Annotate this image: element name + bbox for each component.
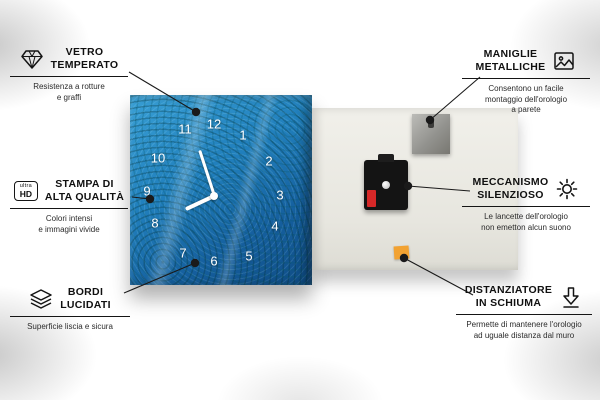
clock-number: 8	[151, 215, 159, 231]
callout-subtitle: Colori intensi e immagini vivide	[38, 214, 100, 234]
callout-rule	[462, 206, 590, 208]
clock-number: 7	[179, 245, 187, 261]
callout-title: BORDI LUCIDATI	[60, 286, 111, 312]
callout-head: DISTANZIATORE IN SCHIUMA	[452, 284, 596, 310]
callout-subtitle: Consentono un facile montaggio dell'orol…	[484, 84, 568, 115]
callout-subtitle: Resistenza a rotture e graffi	[33, 82, 105, 102]
ultra-hd-icon: ultra HD	[13, 179, 38, 203]
clock-number: 6	[210, 253, 218, 269]
mechanism-hanger	[378, 154, 394, 162]
callout-title: STAMPA DI ALTA QUALITÀ	[44, 178, 125, 204]
callout-stampa-alta-qualita: ultra HD STAMPA DI ALTA QUALITÀ Colori i…	[6, 178, 132, 235]
callout-head: MECCANISMO SILENZIOSO	[458, 176, 594, 202]
minute-hand	[197, 149, 216, 197]
callout-title: MANIGLIE METALLICHE	[475, 48, 546, 74]
callout-rule	[10, 208, 128, 210]
callout-rule	[462, 78, 590, 80]
callout-title: VETRO TEMPERATO	[50, 46, 119, 72]
clock-number: 11	[178, 121, 192, 137]
gear-icon	[555, 177, 579, 201]
callout-subtitle: Le lancette dell'orologio non emetton al…	[481, 212, 571, 232]
callout-distanziatore-schiuma: DISTANZIATORE IN SCHIUMA Permette di man…	[452, 284, 596, 341]
callout-rule	[10, 76, 128, 78]
callout-title: MECCANISMO SILENZIOSO	[472, 176, 549, 202]
callout-head: ultra HD STAMPA DI ALTA QUALITÀ	[6, 178, 132, 204]
ultra-hd-icon-text: HD	[19, 188, 33, 199]
clock-number: 9	[143, 183, 151, 199]
clock-number: 10	[150, 150, 166, 166]
callout-maniglie-metalliche: MANIGLIE METALLICHE Consentono un facile…	[458, 48, 594, 115]
callout-head: VETRO TEMPERATO	[6, 46, 132, 72]
clock-mechanism	[364, 154, 408, 210]
callout-subtitle: Permette di mantenere l'orologio ad ugua…	[466, 320, 582, 340]
picture-icon	[552, 49, 576, 73]
callout-head: BORDI LUCIDATI	[6, 286, 134, 312]
layers-icon	[29, 287, 53, 311]
clock-number: 5	[245, 248, 253, 264]
callout-head: MANIGLIE METALLICHE	[458, 48, 594, 74]
metal-handle	[412, 114, 450, 154]
callout-vetro-temperato: VETRO TEMPERATO Resistenza a rotture e g…	[6, 46, 132, 103]
ultra-hd-icon-text: ultra	[19, 183, 32, 190]
clock-center-cap	[210, 192, 218, 200]
callout-rule	[10, 316, 130, 318]
callout-title: DISTANZIATORE IN SCHIUMA	[464, 284, 553, 310]
clock-number: 3	[276, 187, 284, 203]
clock-front-view: 1 2 3 4 5 6 7 8 9 10 11 12	[130, 95, 312, 285]
mechanism-shaft	[382, 181, 390, 189]
callout-rule	[456, 314, 592, 316]
callout-bordi-lucidati: BORDI LUCIDATI Superficie liscia e sicur…	[6, 286, 134, 333]
battery	[367, 190, 376, 207]
diamond-icon	[20, 47, 44, 71]
clock-number: 2	[265, 153, 273, 169]
callout-subtitle: Superficie liscia e sicura	[27, 322, 113, 332]
arrow-down-icon	[559, 285, 583, 309]
clock-number: 1	[239, 127, 247, 143]
foam-spacer	[393, 245, 410, 260]
callout-meccanismo-silenzioso: MECCANISMO SILENZIOSO Le lancette dell'o…	[458, 176, 594, 233]
handle-slot	[428, 119, 434, 128]
clock-number: 4	[271, 218, 279, 234]
clock-number: 12	[206, 116, 222, 132]
